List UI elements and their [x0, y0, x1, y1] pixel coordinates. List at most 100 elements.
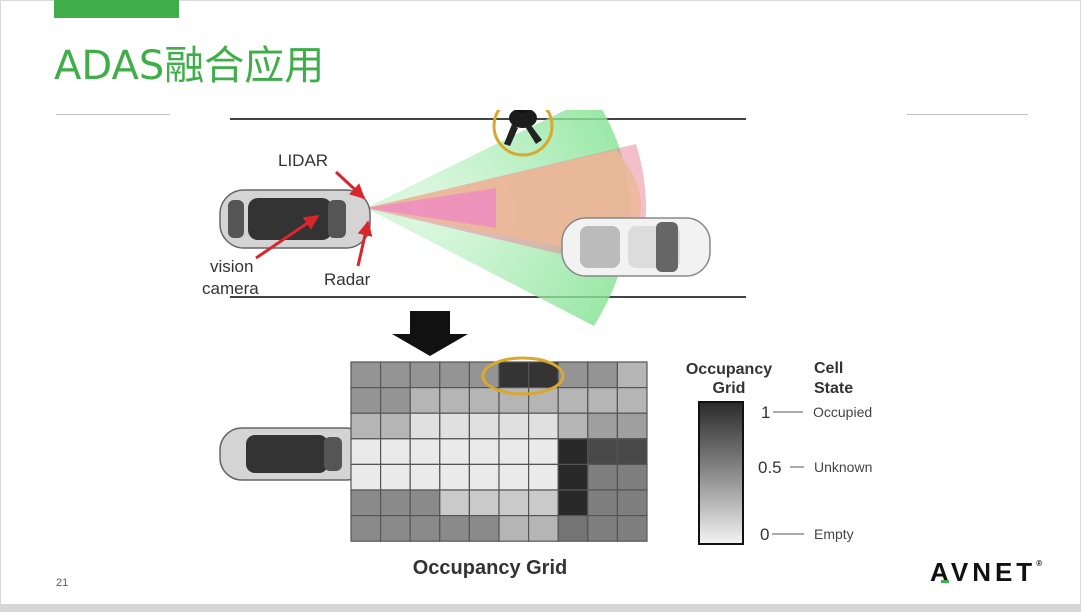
grid-cell [350, 489, 382, 517]
grid-cell [557, 387, 589, 414]
sensor-scene: LIDAR vision camera Radar [202, 110, 746, 326]
lidar-pointer-arrow [334, 170, 366, 200]
grid-cell [616, 463, 648, 491]
grid-cell [587, 387, 618, 414]
camera-label: camera [202, 279, 259, 298]
ego-car [219, 189, 371, 249]
grid-cell [616, 515, 648, 542]
grid-cell [557, 412, 589, 440]
grid-cell [350, 412, 382, 440]
grid-cell [409, 515, 441, 542]
grid-cell [409, 387, 441, 414]
legend-state-occupied: Occupied [813, 404, 872, 420]
grid-cell [350, 463, 382, 491]
grid-cell [498, 361, 530, 389]
grid-cell [350, 387, 382, 414]
logo-mark: ® [1036, 559, 1043, 568]
grid-cell [528, 463, 559, 491]
grid-cell [498, 438, 530, 465]
legend-state-unknown: Unknown [814, 459, 872, 475]
grid-cell [587, 515, 618, 542]
grid-ego-car [219, 427, 369, 481]
grid-cell [498, 412, 530, 440]
legend-tick-1: 1 [761, 403, 770, 422]
legend-tick-05: 0.5 [758, 458, 782, 477]
legend-title-cell: Cell [814, 360, 843, 377]
grid-cell [587, 438, 618, 465]
grid-cell [350, 438, 382, 465]
slide-bottom-shadow [0, 604, 1081, 612]
grid-cell [528, 438, 559, 465]
grid-cell [380, 361, 411, 389]
legend-title-occupancy: Occupancy [686, 361, 772, 378]
grid-cell [468, 387, 500, 414]
grid-cell [468, 438, 500, 465]
occupancy-grid [350, 361, 648, 542]
occupancy-grid-caption: Occupancy Grid [413, 557, 568, 579]
legend-title-state: State [814, 380, 853, 397]
vision-label: vision [210, 257, 253, 276]
transform-down-arrow [392, 311, 468, 356]
divider-right [907, 114, 1028, 115]
logo-accent [941, 580, 949, 583]
grid-cell [557, 489, 589, 517]
grid-cell [350, 515, 382, 542]
grid-cell [587, 361, 618, 389]
grid-cell [439, 412, 471, 440]
grid-cell [380, 412, 411, 440]
grid-cell [409, 412, 441, 440]
sensor-overlap-zone [366, 188, 496, 228]
grid-cell [439, 515, 471, 542]
grid-cell [380, 515, 411, 542]
occupancy-legend: Occupancy Grid Cell State 1 Occupied 0.5… [686, 360, 872, 545]
grid-cell [616, 412, 648, 440]
radar-pointer-arrow [356, 220, 373, 267]
legend-tick-0: 0 [760, 525, 769, 544]
legend-state-empty: Empty [814, 526, 854, 542]
grid-cell [468, 412, 500, 440]
camera-pointer-arrow [255, 214, 320, 260]
grid-cell [616, 438, 648, 465]
grid-cell [439, 463, 471, 491]
page-number: 21 [56, 577, 69, 589]
grid-cell [380, 489, 411, 517]
grid-cell [409, 489, 441, 517]
grid-cell [616, 489, 648, 517]
grid-cell [439, 361, 471, 389]
grid-cell [468, 463, 500, 491]
divider-left [56, 114, 170, 115]
grid-cell [528, 489, 559, 517]
grid-cell [380, 387, 411, 414]
grid-cell [380, 463, 411, 491]
grid-cell [439, 489, 471, 517]
grid-cell [587, 463, 618, 491]
pedestrian [492, 110, 554, 157]
grid-cell [439, 438, 471, 465]
grid-cell [557, 515, 589, 542]
grid-cell [528, 412, 559, 440]
grid-cell [616, 361, 648, 389]
grid-cell [409, 361, 441, 389]
grid-cell [528, 515, 559, 542]
grid-cell [557, 438, 589, 465]
grid-cell [498, 463, 530, 491]
legend-gradient-bar [698, 401, 744, 545]
slide-title: ADAS融合应用 [54, 43, 325, 89]
grid-cell [587, 489, 618, 517]
grid-cell [498, 515, 530, 542]
title-accent-bar [54, 0, 179, 18]
grid-cell [409, 463, 441, 491]
grid-cell [587, 412, 618, 440]
avnet-logo: AVNET® [930, 557, 1042, 588]
grid-cell [498, 489, 530, 517]
adas-fusion-figure: LIDAR vision camera Radar Occupancy Grid… [202, 110, 872, 579]
grid-cell [439, 387, 471, 414]
occupied-cells-highlight [481, 356, 565, 396]
grid-cell [468, 515, 500, 542]
grid-cell [616, 387, 648, 414]
lidar-label: LIDAR [278, 151, 328, 170]
grid-cell [380, 438, 411, 465]
grid-cell [557, 463, 589, 491]
radar-label: Radar [324, 270, 371, 289]
